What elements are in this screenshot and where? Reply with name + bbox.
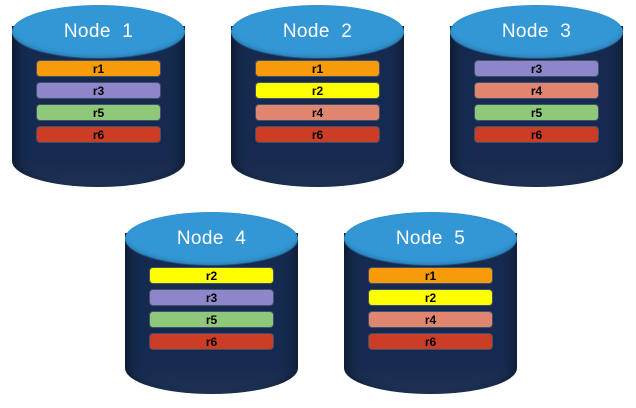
replica-bar[interactable]: r6 [150, 334, 273, 349]
replica-bar-list: r2 r3 r5 r6 [150, 268, 273, 349]
cylinder-top-ellipse [231, 5, 404, 58]
node-title: Node 4 [176, 227, 247, 249]
replica-bar[interactable]: r1 [256, 61, 379, 76]
replica-bar[interactable]: r5 [150, 312, 273, 327]
replica-bar[interactable]: r6 [475, 127, 598, 142]
database-node-cylinder[interactable]: Node 4 r2 r3 r5 r6 [125, 212, 298, 395]
cylinder-top-ellipse [344, 212, 517, 265]
replica-bar[interactable]: r5 [37, 105, 160, 120]
node-title: Node 5 [395, 227, 466, 249]
replica-bar[interactable]: r3 [150, 290, 273, 305]
replica-bar[interactable]: r1 [37, 61, 160, 76]
database-node-cylinder[interactable]: Node 3 r3 r4 r5 r6 [450, 5, 623, 188]
replica-bar[interactable]: r2 [256, 83, 379, 98]
node-title: Node 2 [282, 20, 353, 42]
replica-bar[interactable]: r2 [369, 290, 492, 305]
replica-bar-list: r1 r2 r4 r6 [369, 268, 492, 349]
replica-bar[interactable]: r5 [475, 105, 598, 120]
replica-bar[interactable]: r4 [369, 312, 492, 327]
replica-bar[interactable]: r3 [37, 83, 160, 98]
replica-bar[interactable]: r1 [369, 268, 492, 283]
replica-bar-list: r1 r3 r5 r6 [37, 61, 160, 142]
replica-bar[interactable]: r4 [475, 83, 598, 98]
node-title: Node 1 [63, 20, 134, 42]
replica-bar[interactable]: r2 [150, 268, 273, 283]
database-node-cylinder[interactable]: Node 2 r1 r2 r4 r6 [231, 5, 404, 188]
replica-bar[interactable]: r6 [37, 127, 160, 142]
database-node-cylinder[interactable]: Node 5 r1 r2 r4 r6 [344, 212, 517, 395]
cylinder-top-ellipse [450, 5, 623, 58]
cylinder-top-ellipse [125, 212, 298, 265]
cylinder-top-ellipse [12, 5, 185, 58]
replica-bar[interactable]: r6 [256, 127, 379, 142]
replica-bar[interactable]: r6 [369, 334, 492, 349]
database-node-cylinder[interactable]: Node 1 r1 r3 r5 r6 [12, 5, 185, 188]
replica-bar-list: r1 r2 r4 r6 [256, 61, 379, 142]
replica-bar[interactable]: r3 [475, 61, 598, 76]
replica-bar[interactable]: r4 [256, 105, 379, 120]
replica-bar-list: r3 r4 r5 r6 [475, 61, 598, 142]
node-title: Node 3 [501, 20, 572, 42]
